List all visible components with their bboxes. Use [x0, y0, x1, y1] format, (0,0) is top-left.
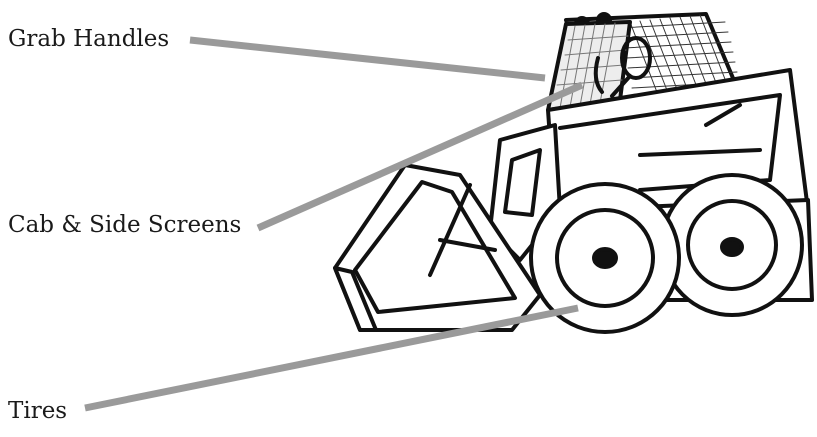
rear-tire	[662, 175, 802, 315]
leader-line-grab-handles	[190, 40, 545, 78]
callout-grab-handles: Grab Handles	[8, 28, 169, 51]
leader-line-tires	[85, 308, 578, 408]
callout-tires: Tires	[8, 400, 67, 423]
callout-cab-side-screens: Cab & Side Screens	[8, 214, 241, 237]
